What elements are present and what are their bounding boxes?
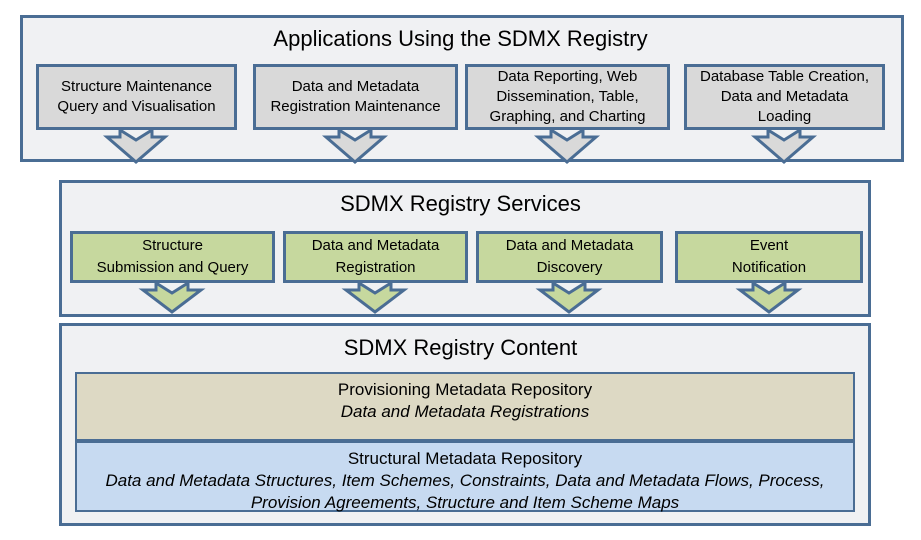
- service-box-label: Data and Metadata Discovery: [505, 237, 634, 276]
- service-box-registration: Data and Metadata Registration: [283, 231, 468, 283]
- provisioning-repository-detail: Data and Metadata Registrations: [340, 402, 590, 421]
- app-box-database-loading: Database Table Creation, Data and Metada…: [684, 64, 885, 130]
- services-title: SDMX Registry Services: [340, 191, 581, 216]
- app-box-structure-maintenance: Structure Maintenance Query and Visualis…: [36, 64, 237, 130]
- service-box-structure-submission: Structure Submission and Query: [70, 231, 275, 283]
- applications-title: Applications Using the SDMX Registry: [273, 26, 648, 51]
- app-box-label: Database Table Creation, Data and Metada…: [700, 68, 869, 125]
- down-arrow-icon: [750, 127, 818, 164]
- down-arrow-icon: [102, 127, 170, 164]
- down-arrow-icon: [535, 280, 603, 314]
- down-arrow-icon: [321, 127, 389, 164]
- app-box-label: Data and Metadata Registration Maintenan…: [270, 78, 441, 115]
- app-box-label: Structure Maintenance Query and Visualis…: [57, 78, 216, 115]
- down-arrow-icon: [138, 280, 206, 314]
- down-arrow-icon: [341, 280, 409, 314]
- down-arrow-icon: [735, 280, 803, 314]
- app-box-registration-maintenance: Data and Metadata Registration Maintenan…: [253, 64, 458, 130]
- structural-repository: Structural Metadata Repository Data and …: [75, 441, 855, 512]
- structural-repository-detail: Data and Metadata Structures, Item Schem…: [105, 471, 825, 512]
- provisioning-repository: Provisioning Metadata Repository Data an…: [75, 372, 855, 441]
- service-box-label: Event Notification: [731, 237, 807, 276]
- structural-repository-name: Structural Metadata Repository: [347, 449, 583, 468]
- content-title: SDMX Registry Content: [343, 335, 578, 360]
- service-box-event-notification: Event Notification: [675, 231, 863, 283]
- service-box-label: Structure Submission and Query: [96, 237, 249, 276]
- service-box-discovery: Data and Metadata Discovery: [476, 231, 663, 283]
- provisioning-repository-name: Provisioning Metadata Repository: [337, 380, 593, 399]
- app-box-data-reporting: Data Reporting, Web Dissemination, Table…: [465, 64, 670, 130]
- app-box-label: Data Reporting, Web Dissemination, Table…: [489, 68, 646, 125]
- down-arrow-icon: [533, 127, 601, 164]
- service-box-label: Data and Metadata Registration: [311, 237, 440, 276]
